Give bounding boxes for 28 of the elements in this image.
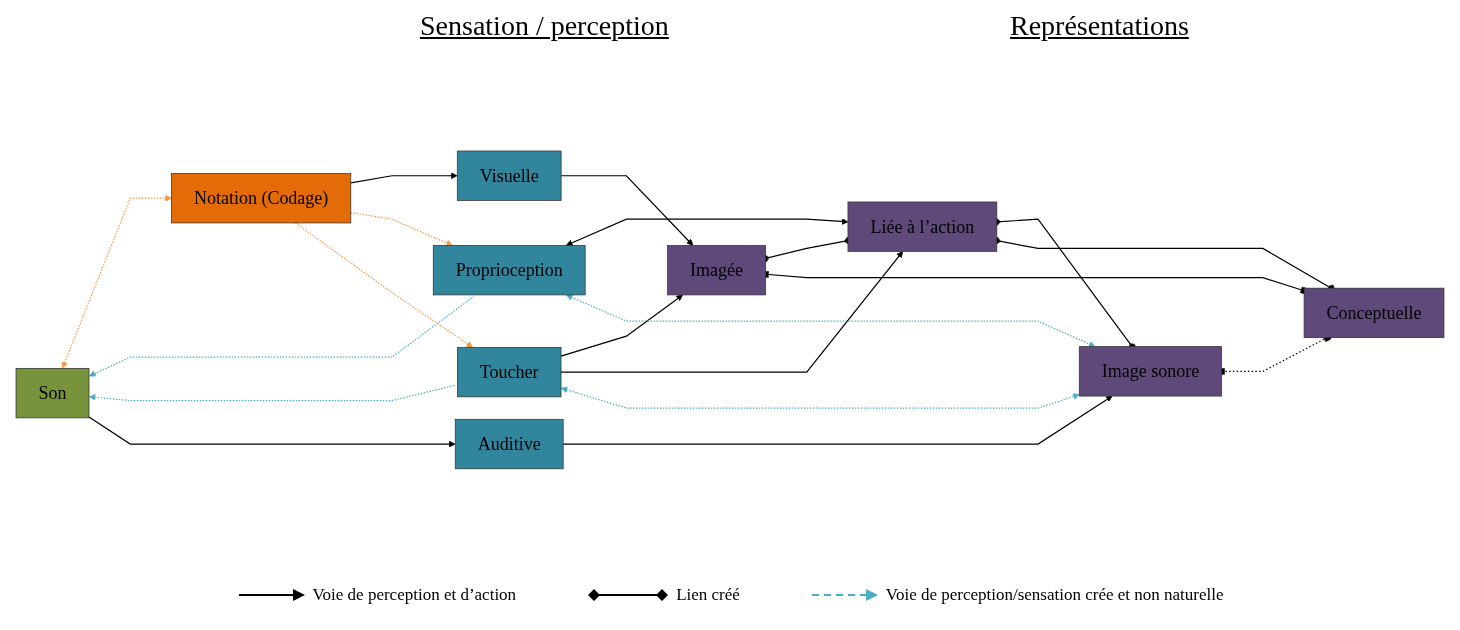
legend-text: Voie de perception et d’action: [312, 585, 517, 605]
node-box: Image sonore: [1078, 346, 1222, 397]
node-box: Conceptuelle: [1303, 287, 1445, 339]
node-box: Son: [15, 368, 90, 419]
arrow: [566, 218, 849, 247]
column-heading: Représentations: [1010, 10, 1189, 42]
legend-text: Lien créé: [676, 585, 740, 605]
legend-text: Voie de perception/sensation crée et non naturelle: [885, 585, 1224, 605]
arrow: [61, 195, 172, 369]
arrow: [560, 175, 694, 246]
arrow: [561, 386, 1080, 409]
column-heading: Sensation / perception: [420, 10, 669, 42]
node-box: Notation (Codage): [171, 173, 352, 224]
arrow: [350, 212, 453, 247]
node-box: Visuelle: [456, 150, 562, 201]
node-box: Liée à l’action: [847, 201, 998, 252]
node-box: Auditive: [454, 419, 564, 470]
arrow: [562, 395, 1113, 445]
arrow: [89, 384, 456, 402]
arrow: [350, 172, 458, 184]
arrow: [566, 294, 1096, 348]
arrow: [89, 296, 475, 377]
node-box: Proprioception: [432, 245, 586, 296]
arrow: [560, 294, 684, 357]
node-box: Imagée: [667, 245, 766, 296]
arrow: [560, 251, 903, 373]
arrow: [88, 416, 456, 448]
node-box: Toucher: [457, 347, 562, 398]
